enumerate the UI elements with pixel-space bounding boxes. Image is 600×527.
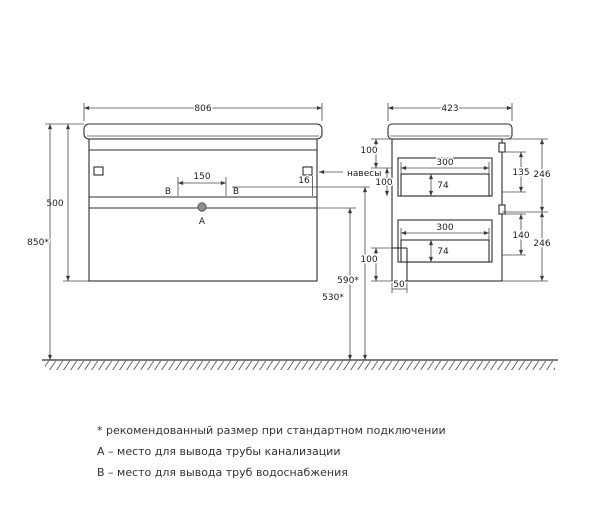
dim-drain-height: 530* (322, 293, 344, 303)
floor-hatch (45, 361, 555, 370)
dim-drawer1-front-height: 135 (512, 168, 529, 178)
dim-drawer2-front-height: 140 (512, 231, 529, 241)
dim-wall-offset: 50 (393, 280, 405, 290)
dim-drawer2-zone-height: 246 (533, 239, 550, 249)
dim-front-width: 806 (194, 104, 211, 114)
front-dimensions: 806 500 850* 150 B B 16 навесы A 530* 59… (26, 103, 383, 360)
floor (42, 359, 558, 370)
dim-drawer1-height: 74 (437, 181, 449, 191)
dim-drawer2-height: 74 (437, 247, 449, 257)
dim-top-offset: 100 (360, 146, 377, 156)
dim-install-height: 850* (27, 238, 49, 248)
drain-point-marker (197, 202, 207, 212)
handle-bottom-side (498, 204, 506, 215)
label-a: A (199, 217, 206, 227)
label-b-left: B (165, 187, 171, 197)
side-view (387, 123, 513, 282)
footnote-recommended-size: * рекомендованный размер при стандартном… (97, 424, 446, 437)
dim-drawer2-depth: 300 (436, 223, 453, 233)
dim-bottom-offset: 100 (360, 255, 377, 265)
hanger-bracket-right (302, 166, 313, 176)
footnote-a: A – место для вывода трубы канализации (97, 445, 340, 458)
countertop-front (83, 123, 323, 140)
dim-drawer1-zone-height: 246 (533, 170, 550, 180)
front-view (83, 123, 323, 282)
hanger-bracket-left (93, 166, 104, 176)
label-b-right: B (233, 187, 239, 197)
footnote-b: B – место для вывода труб водоснабжения (97, 466, 348, 479)
dim-supply-height: 590* (337, 276, 359, 286)
dim-drawer1-depth: 300 (436, 158, 453, 168)
dim-front-height: 500 (46, 199, 63, 209)
countertop-side (387, 123, 513, 140)
dim-mid-offset: 100 (375, 178, 392, 188)
drawer1-inner (400, 173, 490, 197)
side-dimensions: 423 100 300 74 100 135 246 300 74 (359, 103, 552, 293)
dim-bracket-inset: 16 (298, 176, 310, 186)
drawer2-inner (400, 239, 490, 263)
hangers-label: навесы (347, 169, 381, 179)
dim-supply-spacing: 150 (193, 172, 210, 182)
dim-side-depth: 423 (441, 104, 458, 114)
handle-top-side (498, 142, 506, 153)
footnotes: * рекомендованный размер при стандартном… (97, 424, 446, 479)
